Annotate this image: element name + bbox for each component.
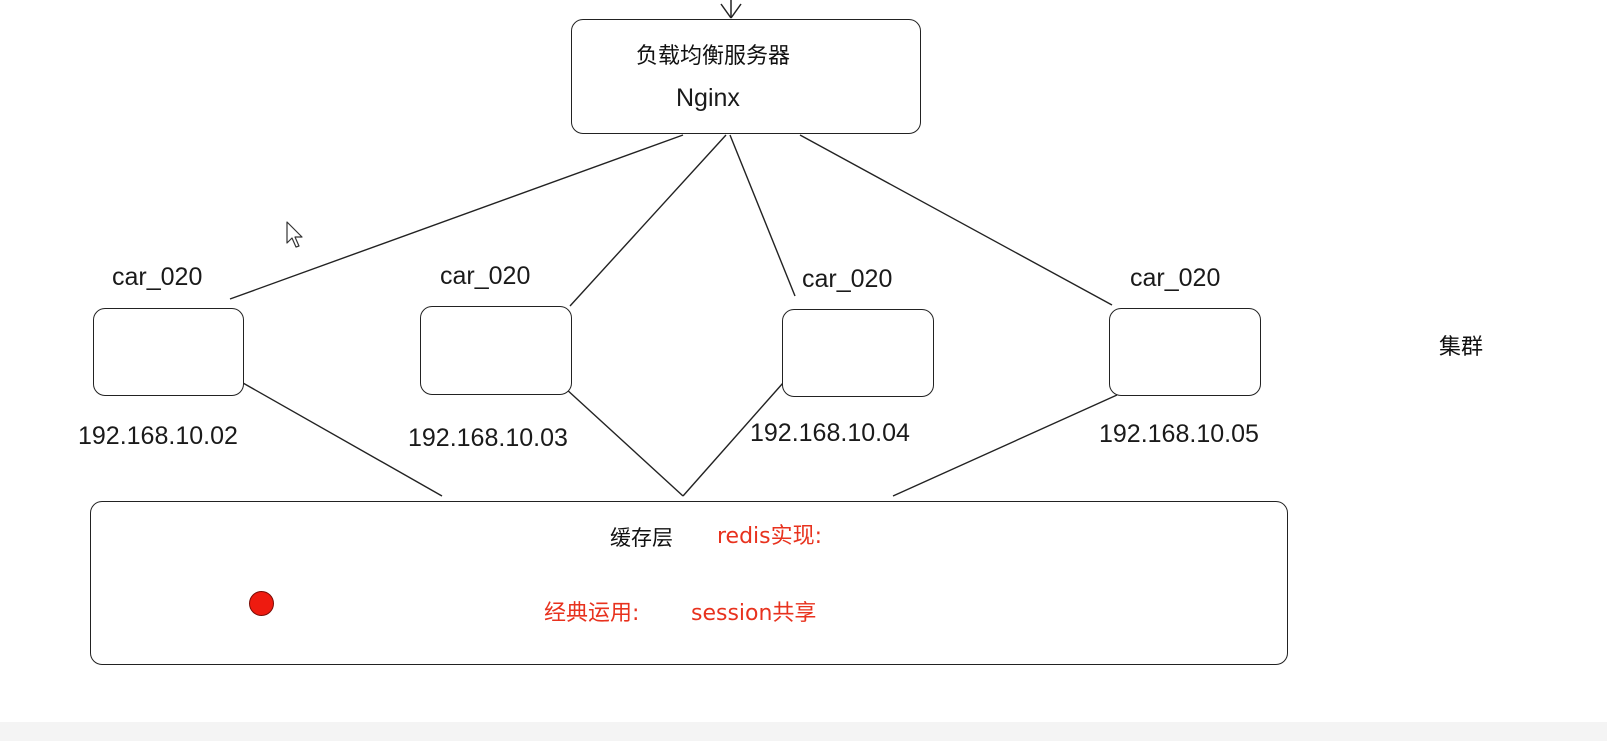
bottom-strip — [0, 722, 1607, 741]
server-1-box — [93, 308, 244, 396]
red-dot-marker — [249, 591, 274, 616]
server-1-name: car_020 — [112, 263, 203, 291]
server-4-box — [1109, 308, 1261, 396]
cluster-label: 集群 — [1439, 335, 1484, 360]
server-2-box — [420, 306, 572, 395]
link-lb-server-3 — [729, 134, 796, 297]
link-lb-server-4 — [799, 134, 1113, 306]
server-2-ip: 192.168.10.03 — [408, 424, 568, 452]
arrow-down-icon — [720, 0, 742, 19]
server-3-name: car_020 — [802, 265, 893, 293]
link-server-1-cache — [242, 382, 443, 497]
load-balancer-name: Nginx — [676, 84, 740, 112]
cache-usage-label: 经典运用: — [544, 601, 640, 626]
cache-impl-annotation: redis实现: — [717, 524, 823, 549]
server-3-ip: 192.168.10.04 — [750, 419, 910, 447]
server-1-ip: 192.168.10.02 — [78, 422, 238, 450]
link-server-3-cache — [682, 382, 784, 497]
cache-layer-title: 缓存层 — [610, 526, 673, 550]
load-balancer-box — [571, 19, 921, 134]
server-4-name: car_020 — [1130, 264, 1221, 292]
link-server-4-cache — [892, 394, 1118, 497]
cache-usage-value: session共享 — [691, 601, 817, 626]
cache-layer-box — [90, 501, 1288, 665]
link-lb-server-2 — [569, 134, 727, 307]
server-4-ip: 192.168.10.05 — [1099, 420, 1259, 448]
load-balancer-title: 负载均衡服务器 — [636, 44, 791, 69]
server-3-box — [782, 309, 934, 397]
link-server-2-cache — [564, 387, 684, 497]
link-lb-server-1 — [229, 134, 684, 300]
server-2-name: car_020 — [440, 262, 531, 290]
mouse-cursor-icon — [286, 221, 303, 248]
